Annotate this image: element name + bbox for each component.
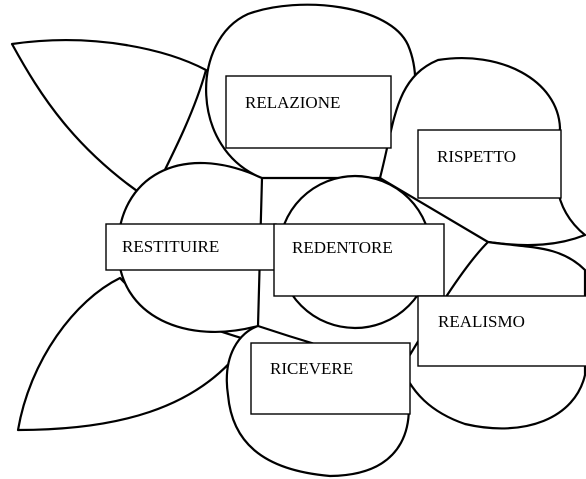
- label-relazione: RELAZIONE: [245, 93, 340, 112]
- box-ricevere: [250, 342, 411, 415]
- leaf-upper-left: [10, 39, 208, 202]
- box-redentore: [273, 223, 445, 297]
- label-realismo: REALISMO: [438, 312, 525, 331]
- box-relazione: [225, 75, 392, 149]
- box-restituire: [105, 223, 277, 271]
- label-ricevere: RICEVERE: [270, 359, 353, 378]
- label-redentore: REDENTORE: [292, 238, 393, 257]
- label-rispetto: RISPETTO: [437, 147, 516, 166]
- box-rispetto: [417, 129, 562, 199]
- box-realismo: [417, 295, 586, 367]
- label-restituire: RESTITUIRE: [122, 237, 219, 256]
